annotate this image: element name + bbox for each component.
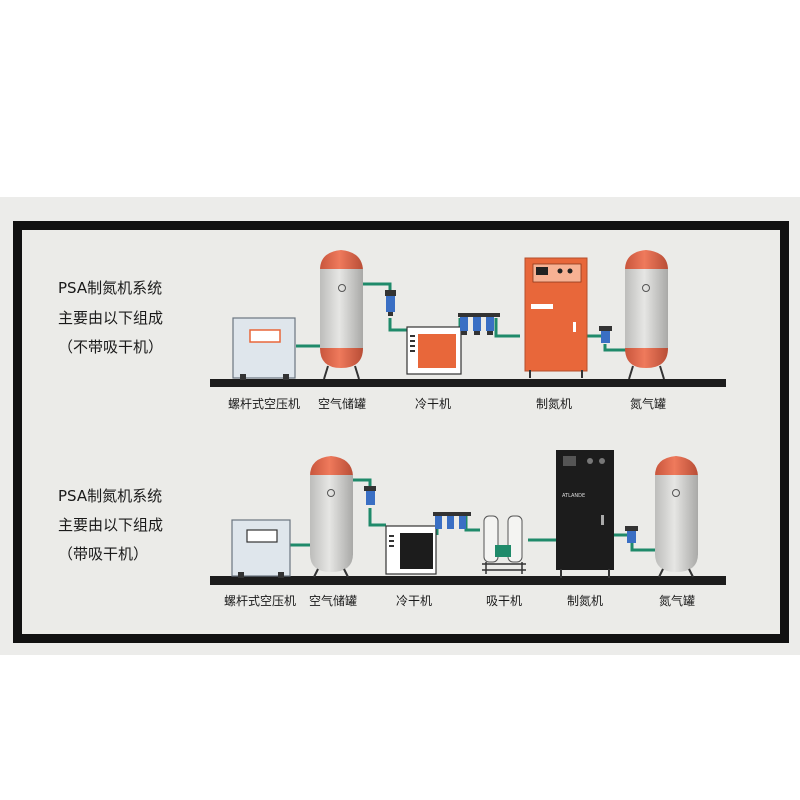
system-bottom: PSA制氮机系统 主要由以下组成 （带吸干机） [58, 450, 726, 608]
generator-brand: ATLANDE [562, 493, 585, 499]
system-bottom-title-line-3: （带吸干机） [58, 545, 148, 563]
label-bottom-adsorption-dryer: 吸干机 [486, 594, 522, 608]
precision-filters-icon-2 [433, 512, 471, 529]
nitrogen-tank-icon-2 [655, 456, 698, 578]
line-filter-icon [385, 290, 396, 316]
system-top-title-line-2: 主要由以下组成 [58, 309, 163, 327]
nitrogen-generator-orange-icon [524, 257, 588, 378]
label-bottom-air-tank: 空气储罐 [309, 593, 357, 608]
system-bottom-title-line-2: 主要由以下组成 [58, 516, 163, 534]
system-top-title-line-3: （不带吸干机） [58, 338, 163, 356]
label-top-nitrogen-tank: 氮气罐 [630, 396, 666, 411]
adsorption-dryer-icon [482, 515, 526, 574]
label-top-air-compressor: 螺杆式空压机 [228, 397, 300, 411]
label-bottom-dryer: 冷干机 [396, 594, 432, 608]
air-compressor-icon-2 [231, 519, 291, 578]
label-bottom-nitrogen-tank: 氮气罐 [659, 593, 695, 608]
label-top-air-tank: 空气储罐 [318, 396, 366, 411]
nitrogen-generator-black-icon: ATLANDE [556, 450, 614, 578]
line-filter-icon-2 [364, 486, 376, 505]
system-bottom-title-line-1: PSA制氮机系统 [58, 487, 162, 505]
outlet-filter-icon-2 [625, 526, 638, 543]
label-top-dryer: 冷干机 [415, 397, 451, 411]
system-bottom-floor-rail [210, 576, 726, 585]
label-top-generator: 制氮机 [536, 396, 572, 411]
system-top-title-line-1: PSA制氮机系统 [58, 279, 162, 297]
system-top-floor-rail [210, 379, 726, 387]
refrigerated-dryer-icon [406, 326, 462, 375]
system-top: PSA制氮机系统 主要由以下组成 （不带吸干机） [58, 250, 726, 411]
outlet-filter-icon [599, 326, 612, 343]
air-tank-icon-2 [310, 456, 353, 578]
precision-filters-icon [458, 313, 500, 335]
air-compressor-icon [232, 317, 296, 380]
air-tank-icon [320, 250, 363, 380]
label-bottom-generator: 制氮机 [567, 593, 603, 608]
nitrogen-tank-icon [625, 250, 668, 380]
refrigerated-dryer-icon-2 [385, 525, 437, 575]
label-bottom-air-compressor: 螺杆式空压机 [224, 594, 296, 608]
